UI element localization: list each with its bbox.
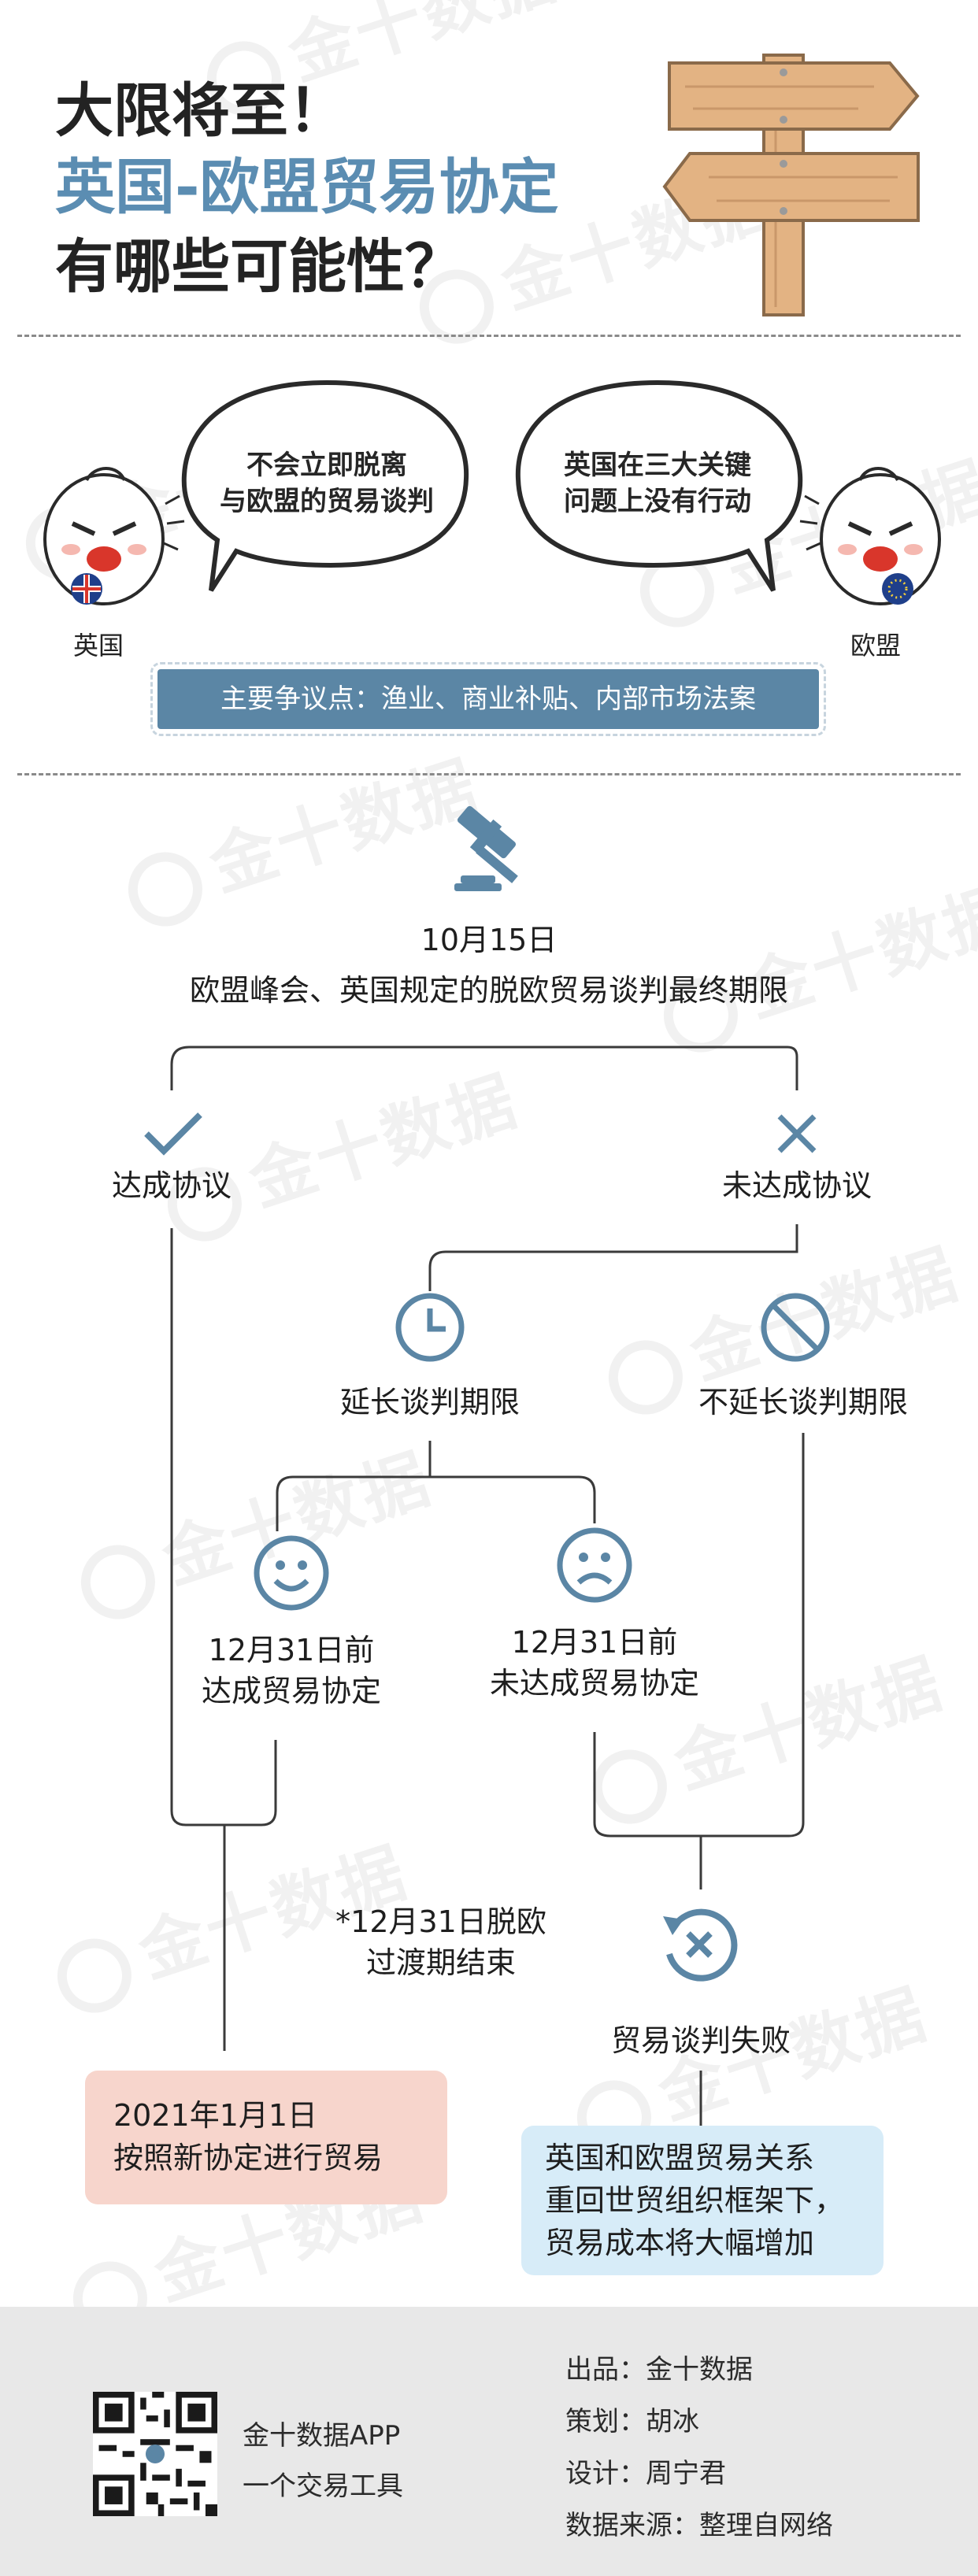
bubble-text-right: 英国在三大关键问题上没有行动 [564, 450, 751, 517]
credit-planner: 策划：胡冰 [565, 2406, 699, 2437]
ban-icon [761, 1293, 830, 1362]
outcome-deal-date: 2021年1月1日 [113, 2098, 318, 2133]
label-talks-fail: 贸易谈判失败 [610, 2023, 791, 2058]
outcome-fail-box: 英国和欧盟贸易关系 重回世贸组织框架下， 贸易成本将大幅增加 [521, 2126, 884, 2275]
label-deal: 达成协议 [111, 1168, 232, 1203]
cancel-cycle-icon [663, 1908, 738, 1982]
signpost-icon [662, 54, 920, 316]
divider [17, 335, 961, 337]
label-eu: 欧盟 [850, 631, 901, 661]
speech-bubble-right [515, 379, 803, 592]
credit-designer: 设计：周宁君 [565, 2458, 726, 2489]
uk-character-icon [43, 467, 185, 605]
app-name: 金十数据APP [243, 2420, 401, 2452]
outcome-deal-text: 按照新协定进行贸易 [113, 2141, 383, 2175]
cross-icon [777, 1114, 817, 1153]
label-no-deal: 未达成协议 [721, 1168, 872, 1203]
deadline-description: 欧盟峰会、英国规定的脱欧贸易谈判最终期限 [189, 973, 788, 1008]
transition-note: *12月31日脱欧过渡期结束 [335, 1904, 546, 1980]
smile-icon [254, 1535, 329, 1611]
label-no-extend: 不延长谈判期限 [698, 1385, 908, 1419]
outcome-fail-line-1: 英国和欧盟贸易关系 [545, 2141, 815, 2175]
outcome-deal-box: 2021年1月1日 按照新协定进行贸易 [85, 2071, 447, 2204]
title-line-3: 有哪些可能性？ [55, 233, 463, 301]
issues-banner: 主要争议点：渔业、商业补贴、内部市场法案 [150, 662, 826, 736]
label-uk: 英国 [72, 631, 124, 661]
check-icon [144, 1112, 202, 1156]
speech-bubble-left [181, 379, 469, 592]
app-slogan: 一个交易工具 [243, 2471, 403, 2502]
title-line-2: 英国-欧盟贸易协定 [55, 152, 559, 222]
credit-producer: 出品：金十数据 [565, 2354, 753, 2385]
qr-code-icon [93, 2392, 217, 2516]
divider [17, 773, 961, 775]
label-nodeal-by-dec31: 12月31日前未达成贸易协定 [489, 1625, 699, 1701]
outcome-fail-line-2: 重回世贸组织框架下， [545, 2183, 845, 2218]
clock-icon [395, 1293, 465, 1362]
flow-connectors [170, 1046, 805, 2126]
sad-icon [557, 1527, 632, 1603]
gavel-icon [454, 805, 518, 891]
eu-character-icon [799, 467, 941, 605]
outcome-fail-line-3: 贸易成本将大幅增加 [545, 2226, 815, 2260]
credit-source: 数据来源：整理自网络 [565, 2510, 833, 2541]
title-line-1: 大限将至！ [55, 77, 346, 145]
label-deal-by-dec31: 12月31日前达成贸易协定 [201, 1633, 381, 1708]
bubble-text-left: 不会立即脱离与欧盟的贸易谈判 [220, 450, 434, 517]
label-extend: 延长谈判期限 [339, 1385, 520, 1419]
deadline-date: 10月15日 [420, 923, 558, 957]
footer: 金十数据APP 一个交易工具 出品：金十数据 策划：胡冰 设计：周宁君 数据来源… [0, 2307, 978, 2576]
